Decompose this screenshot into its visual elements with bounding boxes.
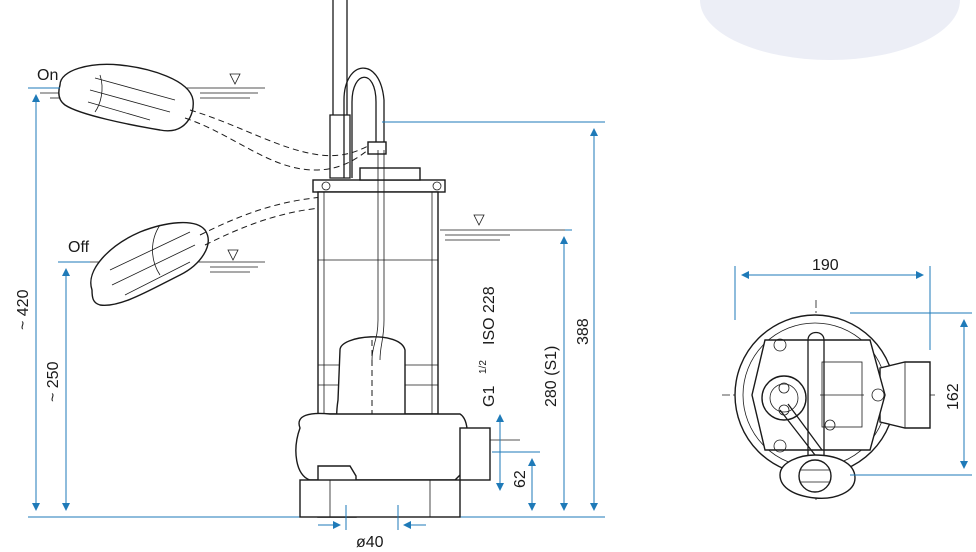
dim-162: 162 — [850, 312, 972, 476]
dim-420-label: ~ 420 — [15, 289, 32, 330]
dim-190-label: 190 — [812, 257, 839, 274]
outlet-flange — [459, 427, 491, 481]
water-level-s1 — [440, 214, 565, 241]
float-switch-off — [90, 221, 209, 306]
power-cable — [329, 0, 351, 179]
dim-280: 280 (S1) — [543, 229, 572, 511]
dim-62-label: 62 — [512, 470, 529, 488]
float-cable-off — [199, 189, 361, 236]
motor-top-plate — [312, 179, 446, 193]
dim-40-label: ø40 — [356, 534, 384, 551]
float-switch-on — [58, 63, 194, 132]
handle-inner — [351, 76, 377, 178]
dim-thread: G1 1/2 ISO 228 — [478, 286, 504, 491]
inner-cable — [371, 150, 379, 361]
label-on: On — [37, 67, 58, 84]
dim-162-label: 162 — [945, 383, 962, 410]
float-cable-on-2 — [184, 117, 369, 171]
float-cable-on — [189, 109, 371, 157]
handle — [343, 67, 385, 178]
dim-190: 190 — [734, 257, 931, 350]
dim-420: ~ 420 — [15, 87, 60, 511]
motor-cap — [359, 167, 421, 181]
dim-thread-half: 1/2 — [478, 360, 489, 374]
inner-cable-2 — [379, 150, 385, 361]
label-off: Off — [68, 239, 90, 256]
pump-base — [299, 465, 461, 518]
dim-280-label: 280 (S1) — [543, 346, 560, 407]
handle-clamp — [367, 141, 387, 155]
dim-40: ø40 — [318, 505, 426, 551]
dim-388-label: 388 — [575, 318, 592, 345]
top-view — [722, 300, 935, 500]
dim-250: ~ 250 — [45, 261, 90, 511]
dim-388: 388 — [382, 121, 605, 511]
watermark-arc — [700, 0, 960, 60]
dim-thread-g1: G1 — [481, 386, 498, 407]
dim-250-label: ~ 250 — [45, 361, 62, 402]
dim-thread-iso: ISO 228 — [481, 286, 498, 345]
dim-62: 62 — [492, 451, 540, 511]
